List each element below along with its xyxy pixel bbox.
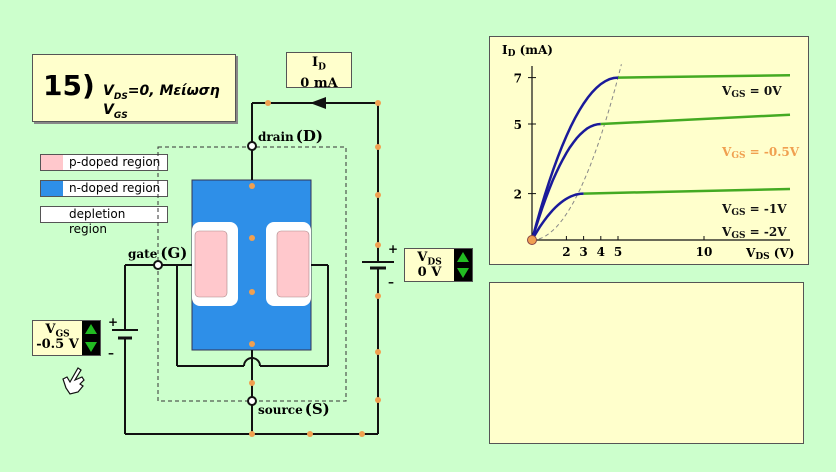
vgs-value: -0.5 V bbox=[36, 337, 79, 352]
drain-current-label: ID bbox=[312, 55, 326, 73]
y-tick-label-0: 2 bbox=[514, 188, 522, 202]
ohmic-curve-1 bbox=[530, 122, 601, 241]
vgs-label: VGS bbox=[45, 322, 70, 340]
current-arrow-icon bbox=[310, 97, 326, 109]
chart-axes bbox=[528, 66, 790, 241]
series-label-0: VGS = 0V bbox=[721, 84, 782, 100]
gate-label: gate(G) bbox=[128, 244, 187, 262]
x-tick-label-0: 2 bbox=[562, 245, 570, 259]
vds-stepper bbox=[454, 249, 472, 281]
channel-dots bbox=[249, 183, 255, 347]
p-region-right bbox=[276, 230, 310, 298]
vgs-plus-sign: + bbox=[108, 315, 118, 329]
x-tick-label-4: 10 bbox=[696, 245, 713, 259]
legend-swatch-depletion bbox=[41, 207, 63, 222]
legend-swatch-p bbox=[41, 155, 63, 170]
vds-label: VDS bbox=[417, 250, 442, 268]
vds-decrease-icon[interactable] bbox=[457, 268, 469, 278]
gate-terminal bbox=[153, 260, 163, 270]
wire-dots bbox=[249, 100, 381, 437]
title-panel: 15) VDS=0, Μείωση VGS bbox=[32, 54, 236, 122]
vds-increase-icon[interactable] bbox=[457, 252, 469, 262]
legend-item-p: p-doped region bbox=[40, 154, 168, 171]
series-label-1: VGS = -0.5V bbox=[721, 145, 800, 161]
saturation-line-2 bbox=[583, 187, 791, 195]
pinch-off-boundary bbox=[531, 64, 622, 241]
x-axis-label: VDS (V) bbox=[745, 246, 794, 262]
vgs-stepper bbox=[82, 321, 100, 355]
drain-current-display: ID 0 mA bbox=[286, 52, 352, 91]
legend-item-depletion: depletion region bbox=[40, 206, 168, 236]
legend-swatch-n bbox=[41, 181, 63, 196]
x-tick-label-2: 4 bbox=[597, 245, 605, 259]
vds-plus-sign: + bbox=[388, 242, 398, 256]
hand-pointer-icon bbox=[62, 367, 85, 395]
vgs-increase-icon[interactable] bbox=[85, 324, 97, 334]
saturation-line-0 bbox=[617, 74, 791, 79]
info-panel bbox=[489, 282, 804, 444]
source-terminal bbox=[247, 396, 257, 406]
y-axis-label: ID (mA) bbox=[502, 43, 553, 59]
vgs-minus-sign: – bbox=[108, 346, 114, 360]
vds-value: 0 V bbox=[417, 265, 442, 280]
drain-label: drain(D) bbox=[258, 127, 323, 145]
ohmic-curve-0 bbox=[530, 76, 619, 241]
vgs-decrease-icon[interactable] bbox=[85, 342, 97, 352]
vds-control: VDS 0 V bbox=[404, 248, 473, 282]
chart-marks bbox=[527, 64, 791, 245]
ohmic-curve-2 bbox=[530, 192, 584, 241]
vds-minus-sign: – bbox=[388, 275, 394, 289]
source-label: source(S) bbox=[258, 400, 330, 418]
operating-point bbox=[527, 235, 537, 245]
vgs-control: VGS -0.5 V bbox=[32, 320, 101, 356]
y-tick-label-1: 5 bbox=[514, 118, 522, 132]
saturation-line-1 bbox=[600, 113, 791, 126]
x-tick-label-1: 3 bbox=[579, 245, 587, 259]
drain-current-value: 0 mA bbox=[300, 75, 338, 91]
y-tick-label-2: 7 bbox=[514, 72, 522, 86]
step-title: VDS=0, Μείωση VGS bbox=[103, 83, 220, 121]
x-tick-label-3: 5 bbox=[614, 245, 622, 259]
series-label-3: VGS = -2V bbox=[721, 225, 787, 241]
series-label-2: VGS = -1V bbox=[721, 202, 787, 218]
step-number: 15) bbox=[43, 69, 95, 102]
legend-item-n: n-doped region bbox=[40, 180, 168, 197]
p-region-left bbox=[194, 230, 228, 298]
drain-terminal bbox=[247, 141, 257, 151]
